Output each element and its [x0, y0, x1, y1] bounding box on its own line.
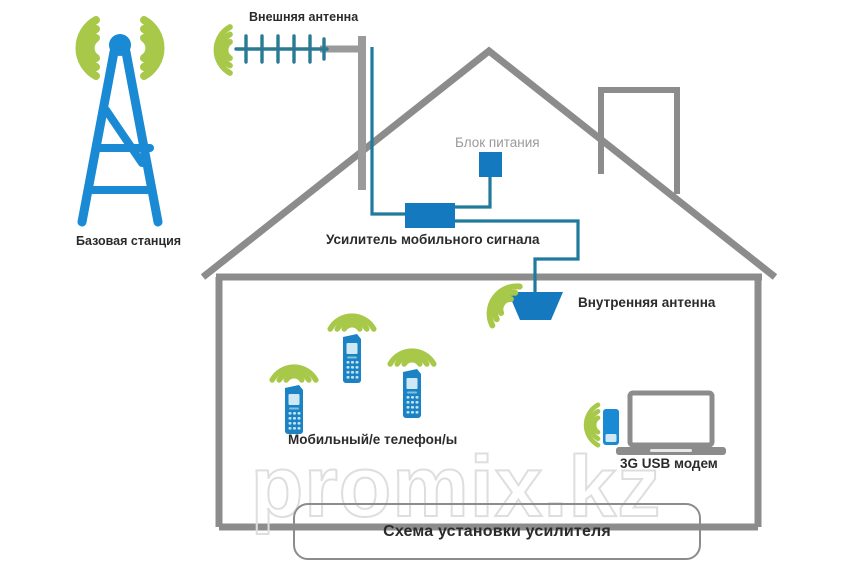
yagi-antenna-icon: [234, 34, 329, 64]
label-amplifier: Усилитель мобильного сигнала: [326, 232, 540, 247]
chimney-icon: [598, 87, 680, 194]
signal-wave-icon: [586, 405, 598, 445]
cell-tower-icon: [77, 34, 163, 227]
indoor-panel-antenna-icon: [508, 292, 563, 320]
signal-wave-icon: [272, 367, 316, 380]
usb-modem-icon: [603, 409, 619, 445]
signal-wave-icon: [330, 316, 374, 329]
label-internal-antenna: Внутренняя антенна: [578, 295, 716, 310]
label-base-station: Базовая станция: [76, 234, 182, 248]
label-mobile-phones: Мобильный/е телефон/ы: [288, 432, 458, 447]
signal-wave-icon: [144, 20, 161, 76]
signal-wave-icon: [216, 27, 230, 73]
mobile-phone-icon: [285, 385, 303, 434]
signal-amplifier-icon: [405, 203, 455, 228]
signal-wave-icon: [390, 351, 434, 364]
label-usb-modem: 3G USB модем: [620, 456, 718, 471]
coaxial-cable-icon: [370, 47, 580, 292]
diagram-title: Схема установки усилителя: [383, 522, 611, 540]
power-supply-block-icon: [479, 152, 502, 177]
mobile-phone-icon: [403, 369, 421, 418]
label-external-antenna: Внешняя антенна: [249, 10, 359, 24]
mobile-phone-icon: [343, 334, 361, 383]
signal-wave-icon: [79, 20, 96, 76]
house-outline-icon: [200, 46, 778, 531]
label-power-supply: Блок питания: [455, 135, 540, 150]
diagram-caption-box: Схема установки усилителя: [293, 503, 701, 560]
laptop-icon: [616, 390, 726, 455]
